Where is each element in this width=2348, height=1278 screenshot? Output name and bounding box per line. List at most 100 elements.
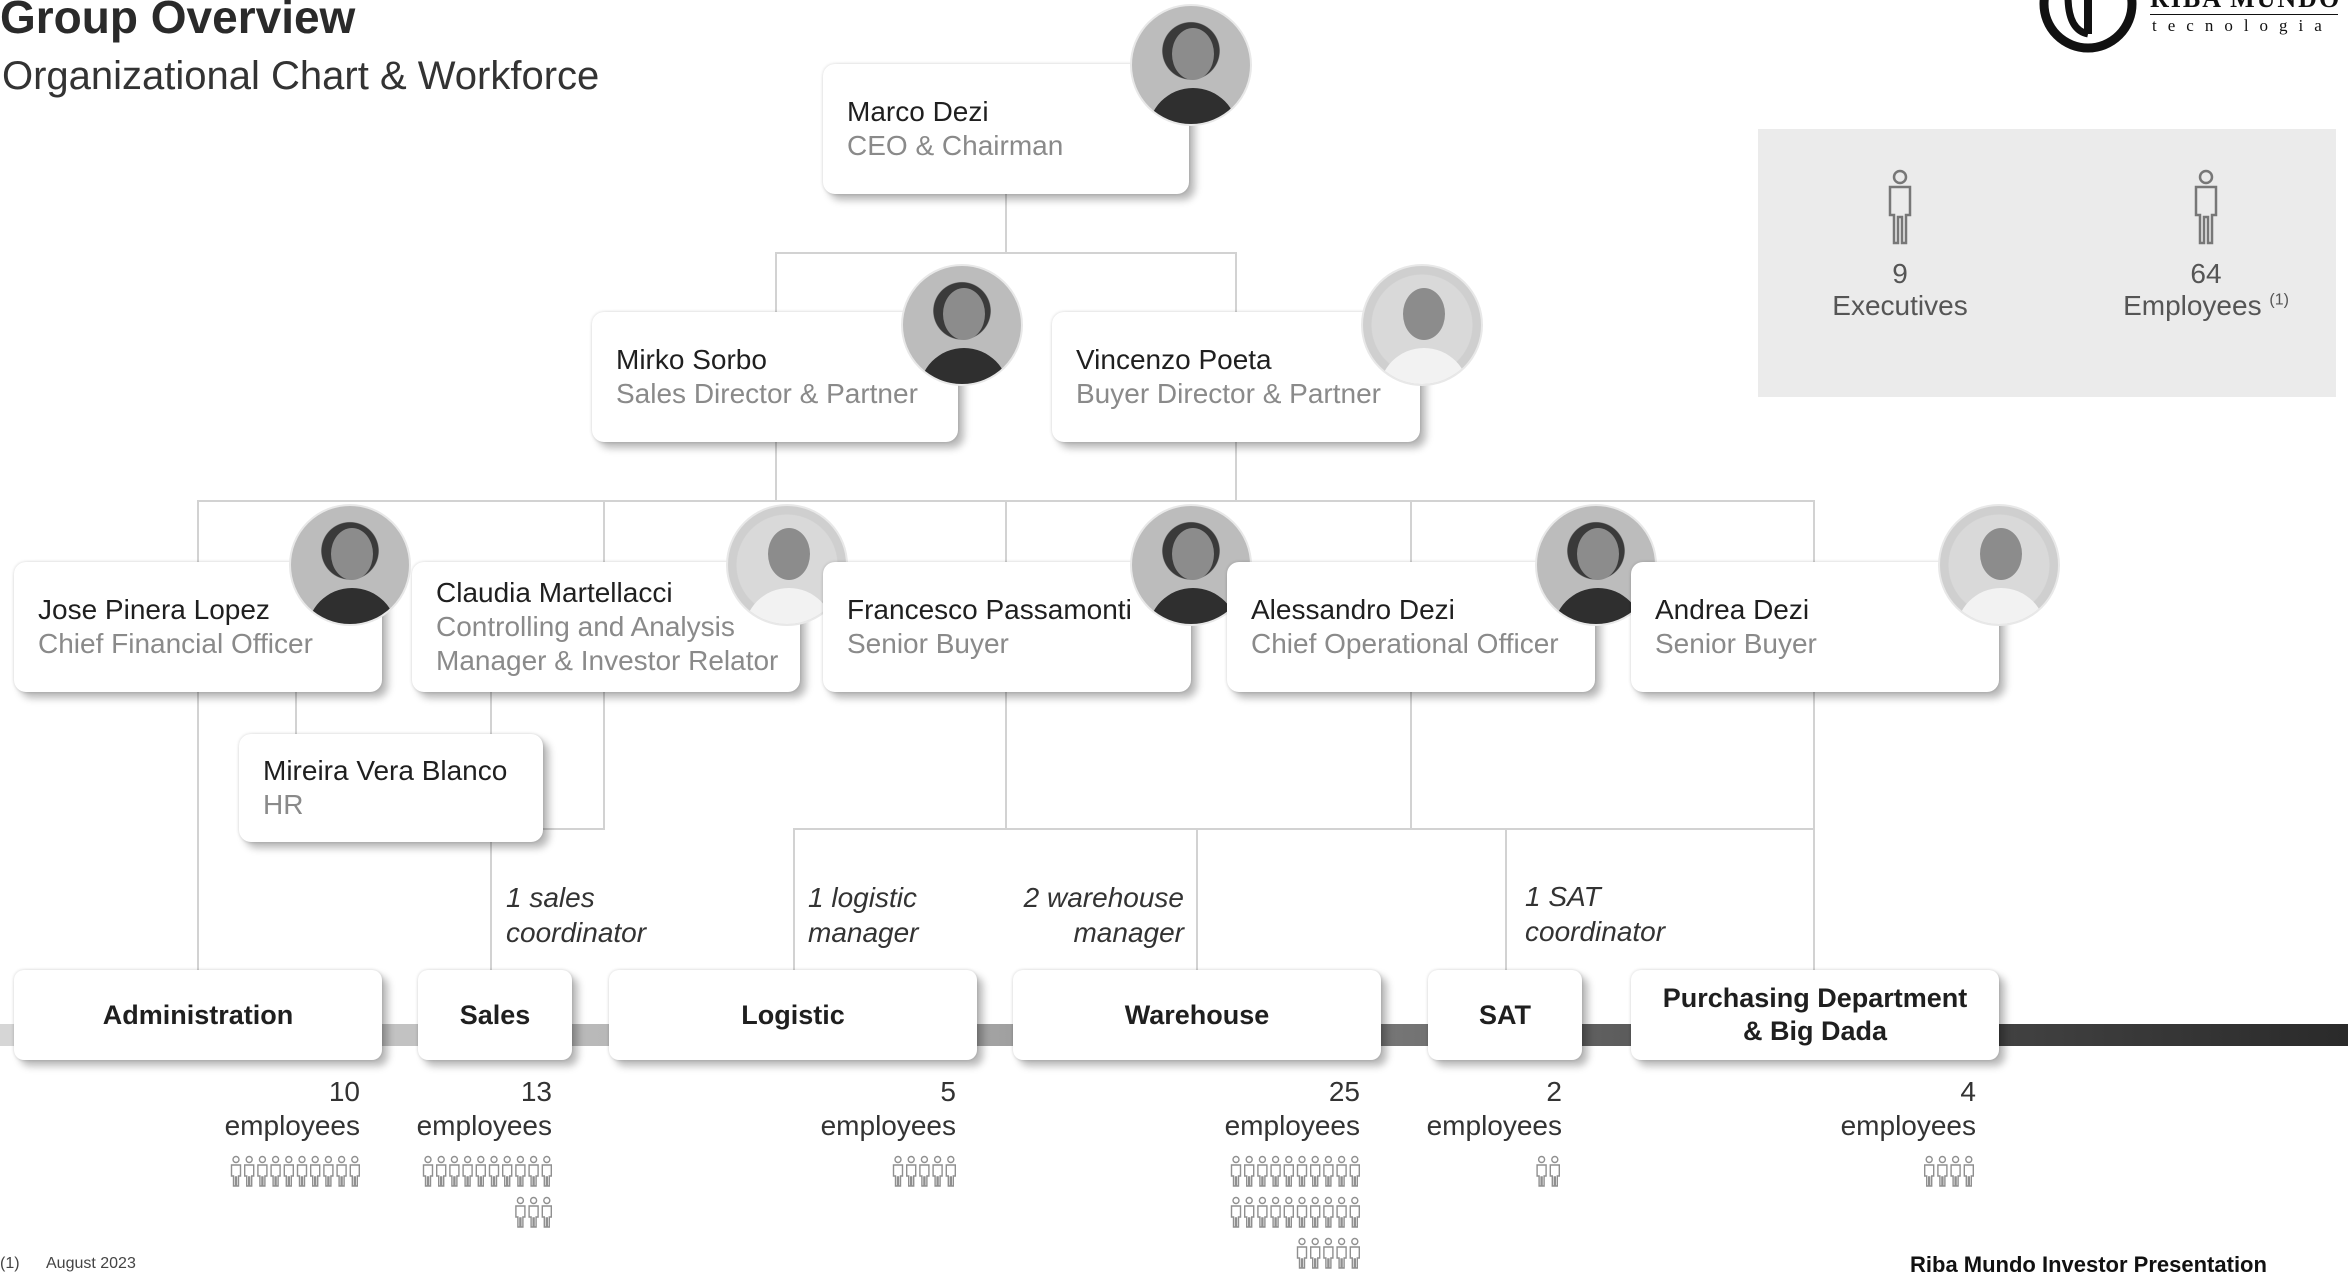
person-role: Sales Director & Partner — [616, 378, 918, 409]
org-card-buyer-director[interactable]: Vincenzo Poeta Buyer Director & Partner — [1052, 312, 1420, 442]
count-value: 25 — [1328, 1076, 1360, 1107]
executives-count: 9 — [1892, 258, 1908, 289]
person-icon — [1349, 1237, 1361, 1269]
connector-line — [1813, 690, 1815, 970]
person-icon — [349, 1155, 360, 1187]
dept-logistic[interactable]: Logistic — [609, 970, 977, 1060]
person-role: Senior Buyer — [847, 628, 1009, 659]
person-role: Buyer Director & Partner — [1076, 378, 1381, 409]
person-icon — [1549, 1155, 1561, 1187]
person-icon — [502, 1155, 513, 1187]
person-icon — [1323, 1237, 1334, 1269]
connector-line — [793, 828, 1815, 830]
dept-employee-count: 4 employees — [1776, 1075, 1976, 1143]
person-icon — [541, 1196, 552, 1228]
workforce-stats-panel: 9 Executives 64 Employees (1) — [1758, 129, 2336, 397]
person-icon — [1336, 1155, 1347, 1187]
footnote-date: August 2023 — [46, 1255, 136, 1272]
person-icon — [1296, 1237, 1308, 1269]
connector-line — [603, 500, 605, 562]
org-card-sales-director[interactable]: Mirko Sorbo Sales Director & Partner — [592, 312, 958, 442]
connector-line — [775, 252, 777, 312]
note-logistic-manager: 1 logistic manager — [808, 880, 919, 950]
dept-employee-count: 10 employees — [160, 1075, 360, 1143]
person-icon — [1283, 1155, 1295, 1187]
person-icon — [1243, 1196, 1255, 1228]
count-unit: employees — [416, 1110, 552, 1141]
person-icon — [257, 1155, 268, 1187]
dept-purchasing[interactable]: Purchasing Department & Big Dada — [1631, 970, 1999, 1060]
person-name: Mirko Sorbo — [616, 344, 767, 375]
employees-count: 64 — [2190, 258, 2222, 289]
connector-line — [197, 500, 199, 562]
count-unit: employees — [820, 1110, 956, 1141]
org-card-coo[interactable]: Alessandro Dezi Chief Operational Office… — [1227, 562, 1595, 692]
person-role-line2: Manager & Investor Relator — [436, 645, 779, 676]
person-icon — [1937, 1155, 1948, 1187]
people-pictogram-layer — [230, 1155, 1975, 1269]
count-unit: employees — [1224, 1110, 1360, 1141]
connector-line — [603, 690, 605, 830]
person-icon — [1296, 1155, 1308, 1187]
dept-warehouse[interactable]: Warehouse — [1013, 970, 1381, 1060]
person-icon — [230, 1155, 242, 1187]
note-sales-coordinator: 1 sales coordinator — [506, 880, 646, 950]
org-card-senior-buyer-1[interactable]: Francesco Passamonti Senior Buyer — [823, 562, 1191, 692]
connector-line — [1005, 500, 1007, 562]
person-icon — [945, 1155, 956, 1187]
footnote-marker: (1) — [0, 1255, 20, 1272]
person-icon — [541, 1155, 552, 1187]
person-icon — [906, 1155, 917, 1187]
footer-presentation-title: Riba Mundo Investor Presentation — [1910, 1252, 2267, 1277]
person-name: Francesco Passamonti — [847, 594, 1132, 625]
person-icon — [462, 1155, 473, 1187]
person-icon — [422, 1155, 434, 1187]
person-icon — [436, 1155, 447, 1187]
person-icon — [1963, 1155, 1975, 1187]
connector-line — [1005, 690, 1007, 830]
executives-label: Executives — [1832, 290, 1968, 321]
connector-line — [1410, 500, 1412, 562]
person-role: Chief Operational Officer — [1251, 628, 1559, 659]
dept-sales[interactable]: Sales — [418, 970, 572, 1060]
connector-line — [1813, 500, 1815, 562]
person-icon — [283, 1155, 294, 1187]
connector-line — [1235, 440, 1237, 500]
org-card-senior-buyer-2[interactable]: Andrea Dezi Senior Buyer — [1631, 562, 1999, 692]
person-icon — [1309, 1196, 1321, 1228]
org-card-controlling[interactable]: Claudia Martellacci Controlling and Anal… — [412, 562, 800, 692]
person-icon — [1257, 1196, 1268, 1228]
logo-brand-text: RIBA MUNDO — [2150, 0, 2341, 14]
person-role: Senior Buyer — [1655, 628, 1817, 659]
person-icon — [932, 1155, 943, 1187]
avatar-ceo — [1130, 4, 1252, 126]
connector-line — [1505, 828, 1507, 970]
avatar-sales-director — [901, 264, 1023, 386]
dept-sat[interactable]: SAT — [1428, 970, 1582, 1060]
org-card-ceo[interactable]: Marco Dezi CEO & Chairman — [823, 64, 1189, 194]
person-icon — [1349, 1196, 1361, 1228]
person-icon — [310, 1155, 321, 1187]
person-icon — [323, 1155, 334, 1187]
connector-line — [295, 690, 297, 735]
count-unit: employees — [1426, 1110, 1562, 1141]
person-icon — [1283, 1196, 1295, 1228]
person-name: Andrea Dezi — [1655, 594, 1810, 625]
connector-line — [775, 440, 777, 500]
person-role: Chief Financial Officer — [38, 628, 313, 659]
dept-employee-count: 2 employees — [1362, 1075, 1562, 1143]
person-name: Mireira Vera Blanco — [263, 755, 508, 786]
note-line: 1 sales — [506, 882, 595, 913]
executives-stat: 9 Executives — [1800, 169, 2000, 322]
person-icon — [2194, 169, 2218, 245]
person-name: Claudia Martellacci — [436, 577, 673, 608]
person-icon — [892, 1155, 904, 1187]
person-icon — [919, 1155, 930, 1187]
dept-name-line: & Big Dada — [1742, 1016, 1888, 1046]
note-line: manager — [1073, 917, 1184, 948]
dept-administration[interactable]: Administration — [14, 970, 382, 1060]
org-card-hr[interactable]: Mireira Vera Blanco HR — [239, 734, 543, 842]
logo-divider — [2150, 14, 2338, 15]
connector-line — [543, 828, 605, 830]
person-icon — [1323, 1155, 1334, 1187]
